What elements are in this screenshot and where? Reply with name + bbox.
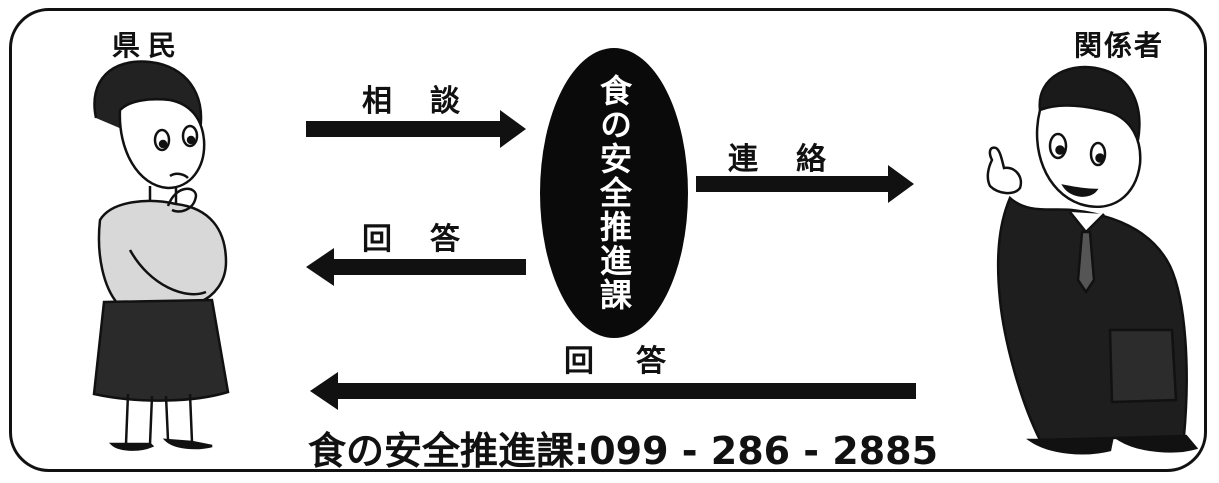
answer-upper-label: 回答 [362,222,498,257]
phone-number-line: 食の安全推進課:099 - 286 - 2885 [308,429,939,473]
contact-label: 連絡 [728,142,864,177]
resident-label: 県民 [112,29,185,62]
contact-arrow [696,165,914,203]
resident-figure-icon [92,60,230,451]
consult-label: 相談 [362,84,498,119]
answer-lower-label: 回答 [564,344,708,379]
answer-lower-arrow [310,372,916,410]
stakeholder-label: 関係者 [1074,29,1165,62]
food-safety-department-node: 食の安全推進課 [540,48,688,338]
consult-arrow [306,110,526,148]
stakeholder-figure-icon [986,65,1199,455]
answer-upper-arrow [306,248,526,286]
department-label: 食の安全推進課 [595,74,633,312]
